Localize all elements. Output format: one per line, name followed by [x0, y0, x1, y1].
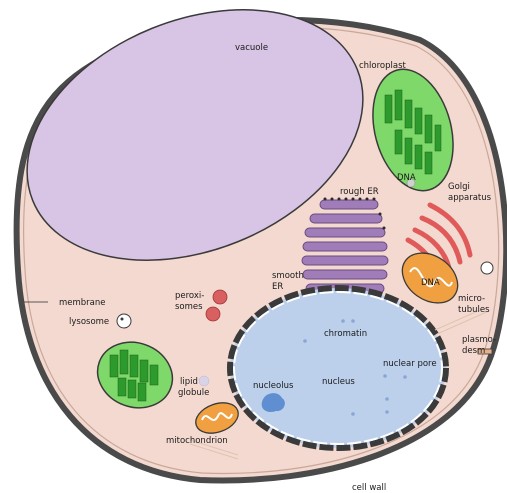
label-dna-chloroplast: DNA [397, 173, 416, 183]
label-microtubules-1: micro- [458, 294, 485, 304]
label-nucleus: nucleus [322, 377, 355, 387]
label-microtubules-2: tubules [458, 305, 490, 315]
label-mitochondrion: mitochondrion [166, 436, 228, 446]
label-chromatin: chromatin [324, 329, 367, 339]
label-peroxisomes-1: peroxi- [175, 291, 204, 301]
golgi-vesicle [481, 262, 493, 274]
label-lipid-globule-1: lipid [180, 377, 198, 387]
label-membrane: membrane [59, 298, 106, 308]
label-golgi-2: apparatus [448, 193, 492, 203]
lipid-globule [199, 376, 209, 386]
lysosome [117, 314, 131, 328]
label-nuclear-pore: nuclear pore [383, 359, 437, 369]
lysosome-core [121, 318, 124, 321]
label-rough-er: rough ER [340, 187, 379, 197]
peroxisome-1 [213, 290, 227, 304]
label-lysosome: lysosome [69, 317, 109, 327]
label-smooth-er-1: smooth [272, 271, 304, 281]
label-lipid-globule-2: globule [178, 388, 209, 398]
label-nucleolus: nucleolus [253, 381, 294, 391]
label-peroxisomes-2: somes [175, 302, 203, 312]
label-cell-wall: cell wall [352, 483, 386, 493]
label-dna-mito: DNA [421, 278, 440, 288]
label-vacuole: vacuole [235, 43, 268, 53]
label-plasmodesm-1: plasmo- [462, 335, 496, 345]
label-plasmodesm-2: desm [462, 346, 485, 356]
label-smooth-er-2: ER [272, 282, 283, 292]
label-golgi-1: Golgi [448, 182, 470, 192]
peroxisome-2 [206, 307, 220, 321]
label-chloroplast: chloroplast [359, 61, 407, 71]
